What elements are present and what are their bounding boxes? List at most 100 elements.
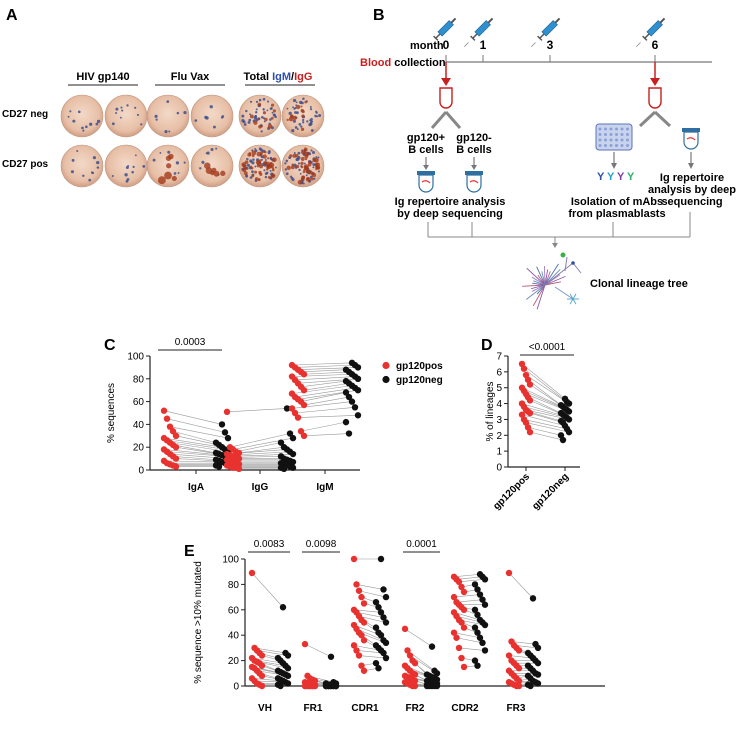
data-point-gp120pos [411,682,419,690]
pair-line [226,408,288,413]
data-point-gp120pos [300,387,308,394]
data-point-gp120neg [354,387,362,394]
pair-line [356,584,384,590]
panel-a: A HIV gp140 Flu Vax Total IgM/IgG CD27 n… [2,7,325,188]
y-tick-label: 100 [127,352,144,363]
pair-line [456,576,483,580]
gp120pos-label-1: gp120+ [407,132,445,144]
pair-line [456,637,483,644]
pair-line [175,458,220,462]
panel-letter-e: E [184,543,195,560]
pair-line [163,449,223,456]
syringe-icon [463,17,494,48]
pair-line [175,435,220,446]
data-point-gp120neg [327,653,335,660]
data-point-gp120neg [348,398,356,405]
data-point-gp120pos [166,423,174,430]
data-point-gp120neg [377,632,385,639]
data-point-gp120pos [301,640,309,648]
syringe-icon [426,17,457,48]
pair-line [404,628,433,647]
pair-line [238,446,285,454]
data-point-gp120neg [529,595,537,602]
pvalue-label: <0.0001 [529,342,566,353]
data-point-gp120neg [377,609,385,616]
legend-label: gp120pos [396,361,443,372]
data-point-gp120pos [353,647,360,654]
pair-line [527,379,562,406]
data-point-gp120pos [235,449,243,457]
pair-line [358,615,387,623]
pair-line [525,422,570,433]
x-tick-label: CDR1 [351,703,379,714]
pair-line [525,409,570,420]
pair-line [163,460,223,463]
data-point-gp120pos [515,665,523,672]
data-point-gp120pos [160,407,168,414]
elispot-well [281,144,325,188]
data-point-gp120neg [218,421,226,428]
pair-line [169,442,229,453]
clonal-tree-icon [522,252,582,310]
pair-line [294,364,356,368]
data-point-gp120neg [354,412,362,419]
elispot-well [281,94,325,138]
data-point-gp120pos [163,415,171,422]
y-tick-label: 0 [496,463,502,474]
data-point-gp120neg [215,463,223,470]
elispot-well [104,94,148,138]
data-point-gp120neg [351,404,359,411]
data-point-gp120pos [460,588,468,596]
data-point-gp120neg [279,604,287,611]
isolation-2: from plasmablasts [568,208,665,220]
data-point-gp120pos [288,405,296,412]
data-point-gp120pos [526,428,534,436]
pair-line [511,641,536,645]
panel-b: B month 0 1 3 6 Blood collection gp120+ … [360,7,736,310]
data-point-gp120pos [235,465,243,473]
data-point-gp120neg [354,364,362,371]
pair-line [521,403,566,417]
elispot-well [60,94,104,138]
data-point-gp120neg [471,657,479,664]
data-point-gp120neg [474,629,481,636]
data-point-gp120neg [534,659,542,667]
pair-line [166,418,226,433]
data-point-gp120pos [360,600,368,607]
data-point-gp120neg [342,389,350,396]
data-point-gp120neg [283,405,291,412]
x-tick-label: IgM [316,482,333,493]
data-point-gp120neg [289,434,297,442]
x-tick-label: IgG [252,482,269,493]
pair-line [300,421,347,432]
pair-line [294,376,356,381]
data-point-gp120neg [534,671,542,678]
data-point-gp120pos [453,634,460,641]
data-point-gp120neg [433,670,441,677]
pair-line [521,414,566,427]
pair-line [453,632,481,639]
data-point-gp120neg [565,408,573,415]
data-point-gp120pos [460,606,468,613]
x-tick-label: VH [258,703,272,714]
pair-line [456,599,483,603]
pair-line [172,456,217,461]
data-point-gp120pos [350,642,358,649]
x-tick-label: IgA [188,482,204,493]
data-point-gp120neg [476,634,484,641]
y-tick-label: 60 [228,605,240,616]
gp120neg-label-1: gp120- [456,132,492,144]
data-point-gp120neg [471,606,479,613]
y-tick-label: 0 [233,682,239,693]
pvalue-label: 0.0083 [254,539,285,550]
pair-line [229,433,291,448]
data-point-gp120pos [526,397,534,404]
pair-line [300,392,347,402]
sequencing-tube-icon [417,171,435,193]
data-point-gp120pos [297,428,305,435]
data-point-gp120pos [300,371,308,378]
data-point-gp120pos [360,667,368,674]
panel-letter-d: D [481,337,493,354]
sequencing-tube-icon [682,128,700,150]
